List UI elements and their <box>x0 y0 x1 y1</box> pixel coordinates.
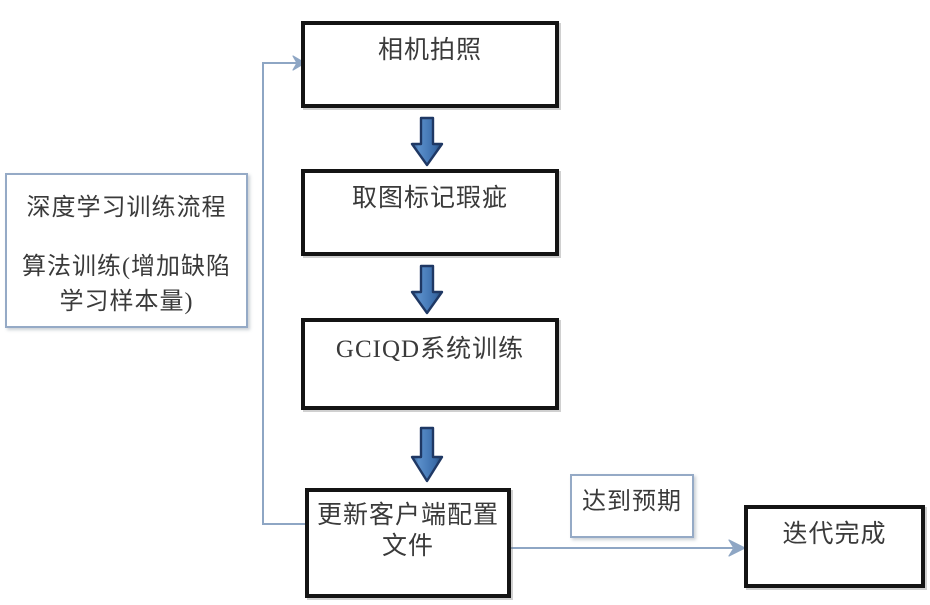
node-gciqd-training[interactable]: GCIQD系统训练 <box>301 318 559 410</box>
node-camera-capture[interactable]: 相机拍照 <box>301 21 559 108</box>
block-arrow-down-3 <box>409 426 445 484</box>
edge-to-iteration-done <box>505 536 753 562</box>
side-note-title: 深度学习训练流程 <box>26 195 227 221</box>
node-update-config[interactable]: 更新客户端配置 文件 <box>305 488 511 598</box>
node-update-config-label: 更新客户端配置 文件 <box>316 502 499 560</box>
side-note-body: 算法训练(增加缺陷 学习样本量) <box>22 254 231 315</box>
node-mark-defects[interactable]: 取图标记瑕疵 <box>301 169 559 256</box>
node-meets-expectation-label: 达到预期 <box>582 489 682 515</box>
node-gciqd-training-label: GCIQD系统训练 <box>335 336 525 363</box>
node-iteration-done[interactable]: 迭代完成 <box>744 505 925 588</box>
node-mark-defects-label: 取图标记瑕疵 <box>351 185 508 212</box>
node-meets-expectation[interactable]: 达到预期 <box>570 474 694 538</box>
node-iteration-done-label: 迭代完成 <box>782 521 887 548</box>
node-camera-capture-label: 相机拍照 <box>377 37 482 64</box>
block-arrow-down-1 <box>409 116 445 168</box>
block-arrow-down-2 <box>409 264 445 316</box>
side-note-box: 深度学习训练流程 算法训练(增加缺陷 学习样本量) <box>5 173 248 328</box>
edge-feedback-loop <box>255 50 315 540</box>
